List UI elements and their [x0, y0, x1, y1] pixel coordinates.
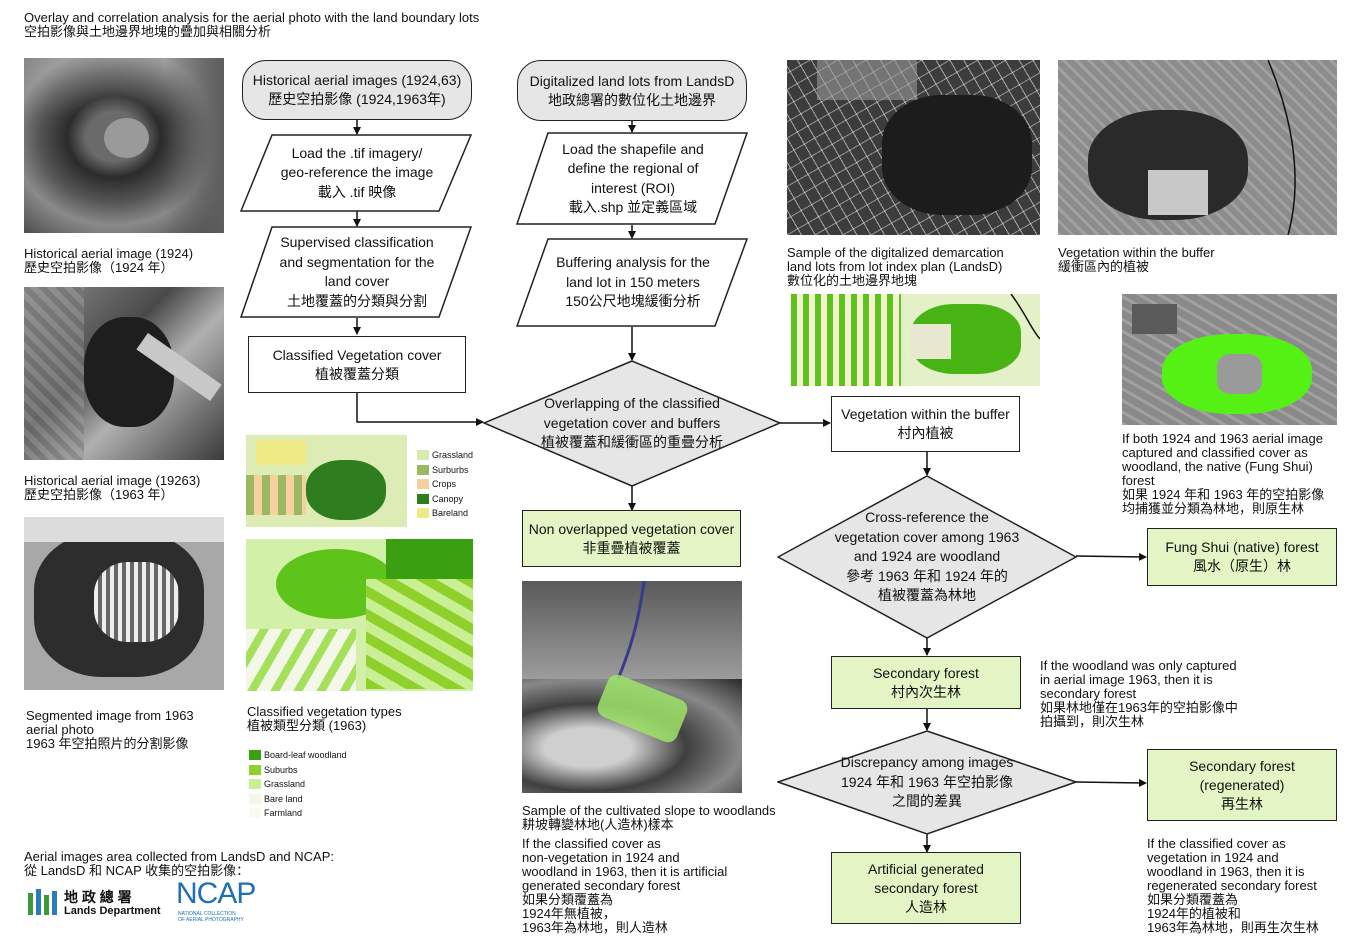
caption-veg-buffer: Vegetation within the buffer 緩衝區內的植被: [1058, 245, 1215, 274]
segmented-image-1963: [24, 517, 224, 690]
discrepancy-diamond-shape: [777, 730, 1077, 835]
legend-item: Surburbs: [417, 463, 473, 478]
caption-aerial-1924: Historical aerial image (1924) 歷史空拍影像（19…: [24, 246, 194, 275]
buffering-shape: [516, 238, 748, 327]
load-tif-step: Load the .tif imagery/ geo-reference the…: [280, 144, 434, 200]
cross-reference-decision: Cross-reference the vegetation cover amo…: [834, 509, 1020, 604]
buffering-step: Buffering analysis for the land lot in 1…: [556, 254, 710, 310]
page-title-zh: 空拍影像與土地邊界地塊的疊加與相關分析: [24, 24, 272, 39]
legend-vegetation-types: Board-leaf woodland Suburbs Grassland Ba…: [249, 748, 347, 821]
footer-source-text: Aerial images area collected from LandsD…: [24, 849, 334, 878]
caption-segmented: Segmented image from 1963 aerial photo 1…: [26, 708, 194, 751]
ncap-subtitle: NATIONAL COLLECTION OF AERIAL PHOTOGRAPH…: [178, 911, 244, 923]
cultivated-slope-photo: [522, 581, 742, 793]
overlap-decision: Overlapping of the classified vegetation…: [541, 395, 723, 451]
landsd-name-zh: 地 政 總 署: [64, 889, 132, 905]
fung-shui-overlay-photo: [1122, 294, 1337, 425]
legend-item: Canopy: [417, 492, 473, 507]
legend-item: Bareland: [417, 506, 473, 521]
note-regenerated-forest: If the classified cover as vegetation in…: [1147, 836, 1319, 935]
digitalized-lots-photo: [787, 60, 1040, 235]
discrepancy-decision: Discrepancy among images 1924 年和 1963 年空…: [840, 754, 1014, 810]
note-fung-shui: If both 1924 and 1963 aerial image captu…: [1122, 431, 1325, 516]
load-shapefile-shape: [516, 132, 748, 225]
non-overlapped-vegetation: Non overlapped vegetation cover 非重疊植被覆蓋: [522, 510, 741, 567]
veg-buffer-photo: [1058, 60, 1337, 235]
classification-shape: [240, 226, 472, 318]
overlap-diamond-shape: [483, 360, 781, 487]
legend-item: Suburbs: [249, 763, 347, 778]
ncap-logo: NCAP NATIONAL COLLECTION OF AERIAL PHOTO…: [176, 878, 266, 926]
caption-digitalized-lots: Sample of the digitalized demarcation la…: [787, 245, 1004, 288]
fung-shui-forest: Fung Shui (native) forest 風水（原生）林: [1147, 528, 1337, 586]
cross-reference-diamond-shape: [777, 475, 1077, 639]
legend-item: Grassland: [249, 777, 347, 792]
page-title: Overlay and correlation analysis for the…: [24, 10, 480, 25]
landsd-emblem-icon: [28, 889, 57, 915]
classified-vegetation-cover: Classified Vegetation cover 植被覆蓋分類: [248, 336, 466, 393]
note-secondary-forest: If the woodland was only captured in aer…: [1040, 658, 1238, 729]
caption-classified-types: Classified vegetation types 植被類型分類 (1963…: [247, 704, 402, 733]
landsd-logo: 地 政 總 署 Lands Department: [26, 885, 171, 921]
classified-map-1: [246, 435, 407, 527]
legend-item: Board-leaf woodland: [249, 748, 347, 763]
vegetation-within-buffer: Vegetation within the buffer 村內植被: [831, 396, 1020, 452]
caption-cultivated-slope: Sample of the cultivated slope to woodla…: [522, 803, 776, 832]
legend-item: Bare land: [249, 792, 347, 807]
load-tif-shape: [240, 134, 472, 212]
legend-item: Crops: [417, 477, 473, 492]
landsd-name-en: Lands Department: [64, 905, 161, 917]
landsd-lots-terminal: Digitalized land lots from LandsD 地政總署的數…: [517, 60, 747, 121]
classification-step: Supervised classification and segmentati…: [279, 234, 435, 309]
note-artificial-forest: If the classified cover as non-vegetatio…: [522, 836, 728, 935]
aerial-photo-1963: [24, 287, 224, 460]
classified-map-2: [246, 539, 473, 691]
historical-images-terminal: Historical aerial images (1924,63) 歷史空拍影…: [242, 60, 472, 120]
legend-item: Farmland: [249, 806, 347, 821]
legend-item: Grassland: [417, 448, 473, 463]
aerial-photo-1924: [24, 58, 224, 233]
regenerated-forest: Secondary forest (regenerated) 再生林: [1147, 749, 1337, 821]
ncap-wordmark: NCAP: [176, 877, 256, 910]
caption-aerial-1963: Historical aerial image (19263) 歷史空拍影像（1…: [24, 473, 201, 502]
buffer-overlay-map: [791, 294, 1040, 386]
secondary-forest: Secondary forest 村內次生林: [831, 656, 1021, 709]
load-shapefile-step: Load the shapefile and define the region…: [562, 140, 704, 216]
artificial-secondary-forest: Artificial generated secondary forest 人造…: [831, 852, 1021, 924]
legend-land-cover: Grassland Surburbs Crops Canopy Bareland: [417, 448, 473, 521]
